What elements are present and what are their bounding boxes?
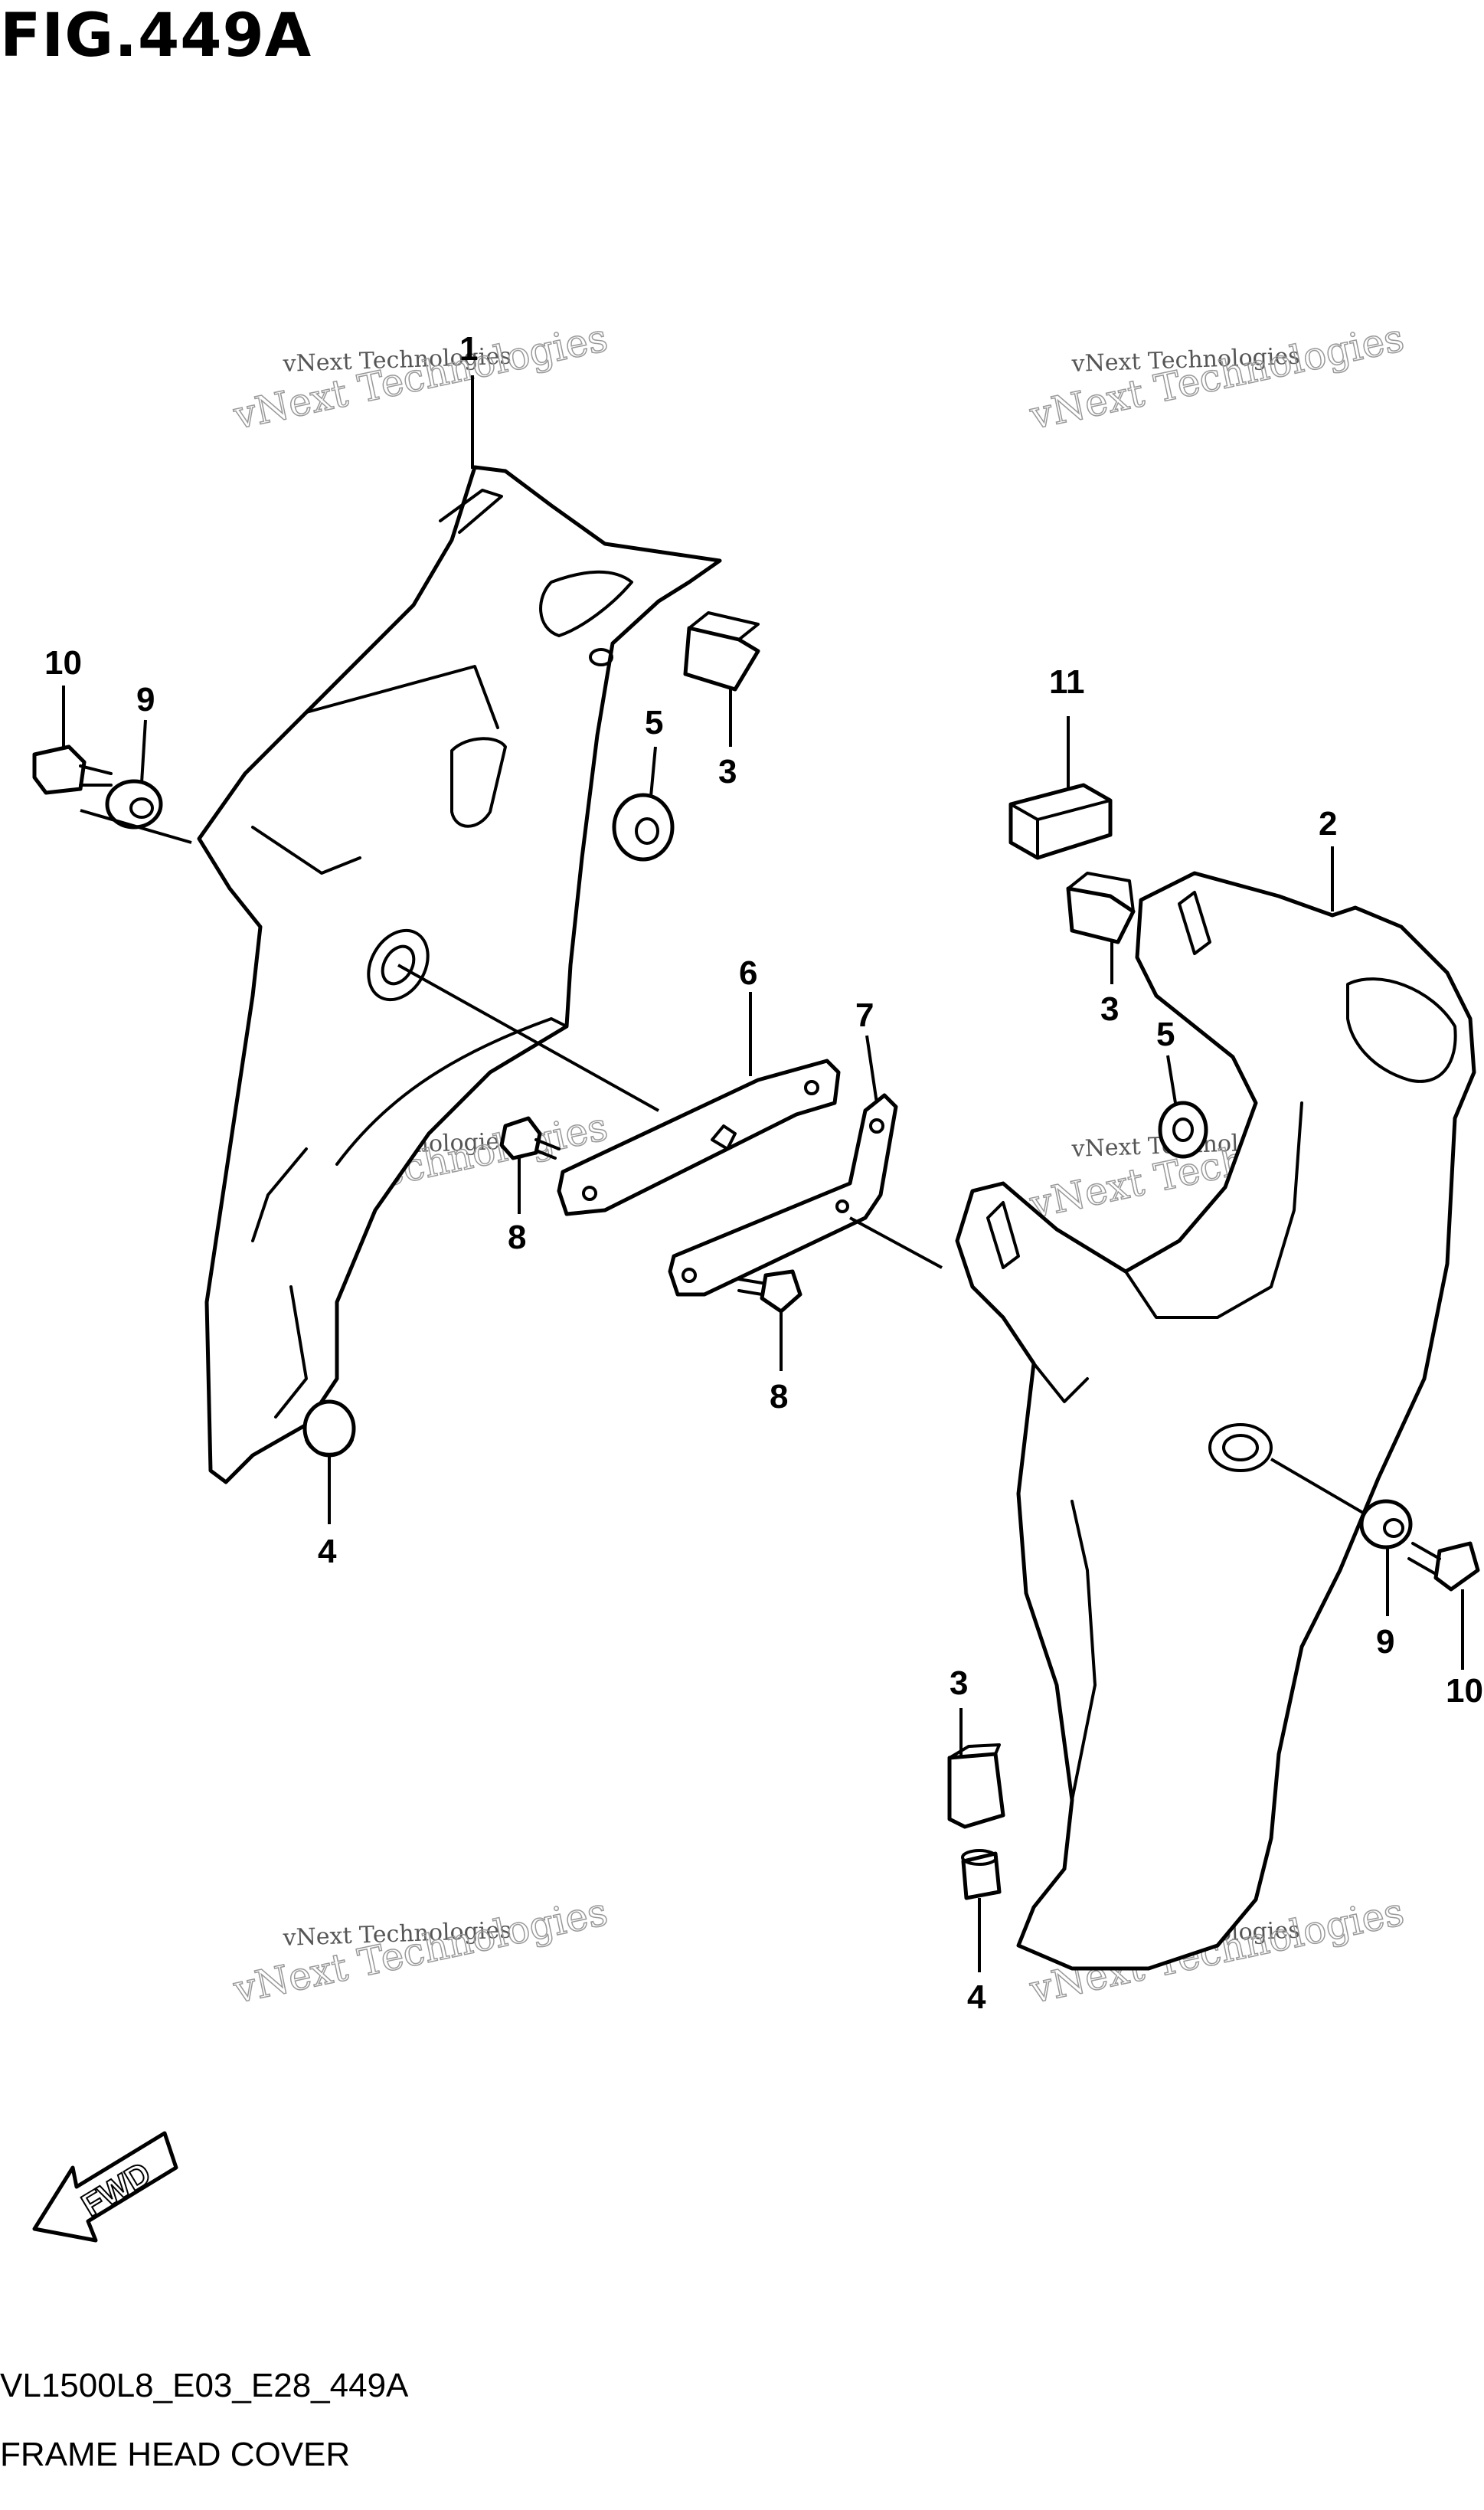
assembly-line	[1270, 1458, 1365, 1514]
bolt-10-right	[1407, 1541, 1480, 1592]
figure-code: VL1500L8_E03_E28_449A	[0, 2367, 409, 2404]
left-frame-head-cover	[197, 465, 722, 1484]
grommet-5-left	[612, 793, 675, 862]
watermark-top-left: vNext Technologies vNext Technologies	[229, 315, 612, 439]
clip-3-upper-right	[1066, 872, 1136, 944]
clip-3-lower	[947, 1743, 1005, 1829]
assembly-line	[80, 809, 192, 844]
callout-3: 3	[950, 1664, 968, 1702]
callout-9: 9	[136, 681, 155, 718]
screw-8-lower	[737, 1269, 802, 1314]
callout-8: 8	[508, 1219, 526, 1256]
grommet-4-left	[302, 1399, 356, 1458]
callout-5: 5	[645, 704, 663, 741]
callout-3: 3	[718, 753, 737, 790]
bolt-10-left	[32, 744, 113, 795]
callout-4: 4	[318, 1533, 337, 1570]
grommet-4-right	[961, 1849, 1002, 1900]
callout-8: 8	[770, 1378, 788, 1415]
figure-title: FIG.449A	[0, 2, 312, 70]
callout-10: 10	[1446, 1672, 1483, 1710]
right-frame-head-cover	[955, 871, 1476, 1971]
bracket-6	[557, 1059, 841, 1216]
clip-3-upper-left	[683, 611, 760, 692]
callout-leaders	[62, 375, 1464, 1972]
assembly-line	[397, 964, 659, 1112]
collar-9-right	[1359, 1499, 1413, 1550]
callout-5: 5	[1156, 1016, 1175, 1053]
figure-name: FRAME HEAD COVER	[0, 2436, 351, 2473]
callout-4: 4	[967, 1978, 986, 2016]
callout-2: 2	[1319, 805, 1337, 843]
bracket-7	[668, 1093, 898, 1297]
assembly-lines	[80, 809, 1365, 1514]
callout-7: 7	[855, 996, 874, 1034]
callout-6: 6	[739, 954, 757, 992]
callout-10: 10	[44, 644, 82, 682]
block-11	[1008, 783, 1113, 860]
callout-numbers: 1 2 3 3 3 4 4 5 5 6 7 8 8 9 9 10 10 11	[44, 330, 1483, 2016]
grommet-5-right	[1158, 1101, 1208, 1159]
callout-11: 11	[1049, 663, 1085, 701]
assembly-line	[849, 1216, 943, 1269]
watermark-top-right: vNext Technologies vNext Technologies	[1025, 315, 1408, 439]
fwd-direction-arrow: FWD	[32, 2131, 178, 2243]
callout-3: 3	[1100, 990, 1119, 1028]
screw-8-upper	[499, 1116, 561, 1160]
callout-1: 1	[459, 330, 478, 368]
callout-9: 9	[1376, 1623, 1394, 1661]
watermark-bottom-left: vNext Technologies vNext Technologies	[229, 1889, 612, 2013]
